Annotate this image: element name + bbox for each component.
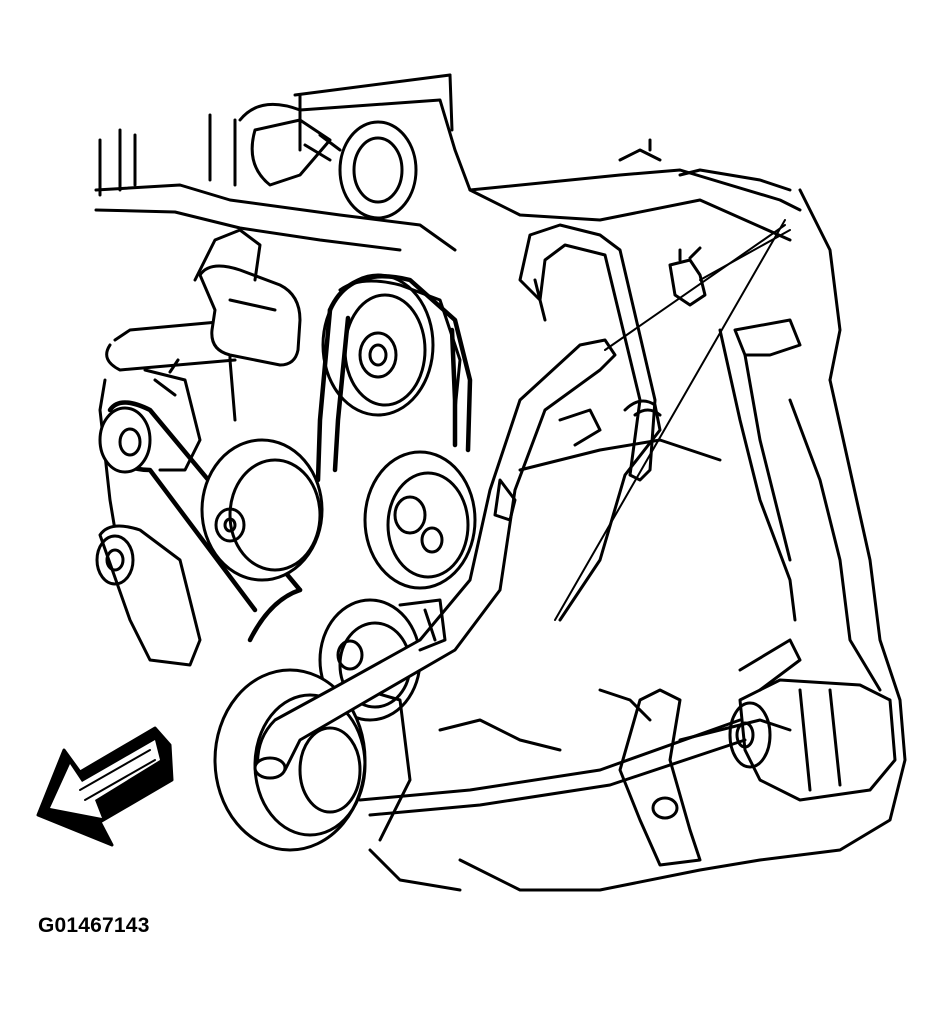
figure-id-label: G01467143 <box>38 914 150 937</box>
steering-hose <box>518 223 657 482</box>
lower-left-bracket <box>95 524 202 667</box>
water-pump-pulley <box>200 438 324 582</box>
engine-block-outline <box>94 73 907 892</box>
upper-right-sensor <box>668 246 707 307</box>
starter-motor <box>728 638 897 802</box>
callout-leader-lines <box>554 219 791 621</box>
belt-tensioner <box>98 358 202 474</box>
power-steering-pulley <box>363 450 477 590</box>
front-direction-arrow-icon <box>36 726 174 847</box>
fuel-lines <box>493 399 722 622</box>
coolant-hose <box>253 338 617 780</box>
oil-pan-rail <box>358 688 747 817</box>
upper-elbow-hose <box>193 228 302 367</box>
